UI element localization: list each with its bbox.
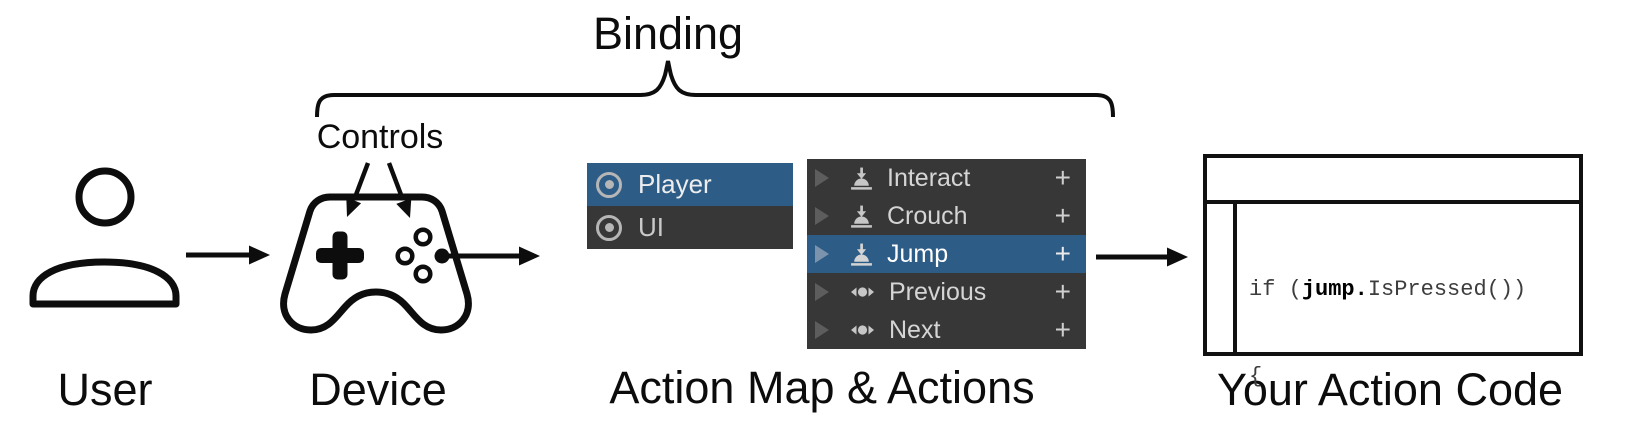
face-buttons-icon <box>395 227 450 284</box>
code-box-header <box>1207 158 1579 204</box>
axis-control-icon <box>851 325 874 335</box>
controls-arrow-left <box>346 162 371 217</box>
foldout-triangle-icon[interactable] <box>815 207 829 225</box>
button-control-icon <box>851 167 872 190</box>
user-icon <box>29 167 180 308</box>
device-label: Device <box>309 364 447 415</box>
action-row-next[interactable]: Next + <box>807 311 1086 349</box>
button-control-icon <box>851 205 872 228</box>
action-map-item-player[interactable]: Player <box>587 163 793 206</box>
axis-control-icon <box>851 287 874 297</box>
code-box-gutter <box>1207 204 1237 352</box>
gamepad-icon <box>280 193 472 334</box>
action-map-icon <box>596 214 622 241</box>
action-code-box: if (jump.IsPressed()) { // your code } <box>1203 154 1583 389</box>
code-snippet: if (jump.IsPressed()) { // your code } <box>1237 204 1527 389</box>
action-row-label: Previous <box>889 277 987 306</box>
controls-label: Controls <box>316 118 444 156</box>
arrow-user-to-device <box>186 245 270 265</box>
action-code-label: Your Action Code <box>1216 364 1564 415</box>
arrow-actions-to-code <box>1096 247 1188 267</box>
binding-label: Binding <box>592 8 744 59</box>
action-map-icon-dot <box>604 223 614 232</box>
action-map-label: Action Map & Actions <box>609 362 1035 413</box>
action-map-icon <box>596 171 622 198</box>
binding-brace <box>315 60 1115 118</box>
action-row-label: Next <box>889 315 941 344</box>
foldout-triangle-icon[interactable] <box>815 321 829 339</box>
action-map-item-label: UI <box>638 212 664 242</box>
add-binding-button[interactable]: + <box>1054 276 1071 307</box>
code-jump-token: jump. <box>1301 277 1368 302</box>
controls-arrow-right <box>386 162 412 218</box>
arrow-device-to-actionmap <box>445 246 540 266</box>
actions-panel: Interact + Crouch + Jump + <box>807 159 1086 349</box>
action-map-panel: Player UI <box>587 163 793 249</box>
code-line-1: if (jump.IsPressed()) <box>1249 277 1527 302</box>
action-map-item-label: Player <box>638 169 712 199</box>
add-binding-button[interactable]: + <box>1054 314 1071 345</box>
add-binding-button[interactable]: + <box>1054 162 1071 193</box>
button-control-icon <box>851 243 872 266</box>
action-row-interact[interactable]: Interact + <box>807 159 1086 197</box>
add-binding-button[interactable]: + <box>1054 238 1071 269</box>
foldout-triangle-icon[interactable] <box>815 245 829 263</box>
action-row-previous[interactable]: Previous + <box>807 273 1086 311</box>
action-map-item-ui[interactable]: UI <box>587 206 793 249</box>
action-map-icon-dot <box>604 180 614 189</box>
foldout-triangle-icon[interactable] <box>815 169 829 187</box>
dpad-icon <box>316 231 364 280</box>
action-row-label: Jump <box>887 239 949 268</box>
code-line-2: { <box>1249 364 1263 389</box>
action-row-label: Interact <box>887 163 971 192</box>
action-row-label: Crouch <box>887 201 968 230</box>
foldout-triangle-icon[interactable] <box>815 283 829 301</box>
action-row-jump[interactable]: Jump + <box>807 235 1086 273</box>
user-label: User <box>57 364 153 415</box>
add-binding-button[interactable]: + <box>1054 200 1071 231</box>
action-row-crouch[interactable]: Crouch + <box>807 197 1086 235</box>
